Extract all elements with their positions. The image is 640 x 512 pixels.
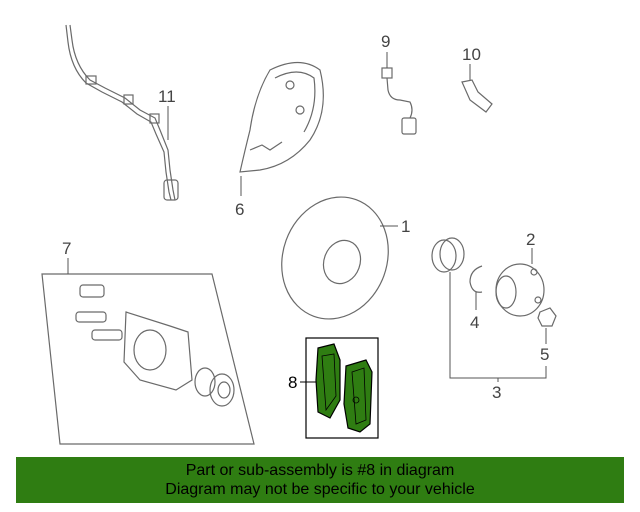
callout-1: 1 bbox=[401, 217, 410, 236]
callout-6: 6 bbox=[235, 200, 244, 219]
callout-2: 2 bbox=[526, 230, 535, 249]
brake-pads-highlight-box bbox=[305, 337, 379, 439]
banner-line-2: Diagram may not be specific to your vehi… bbox=[165, 481, 475, 498]
bearing bbox=[431, 237, 465, 273]
brake-pads[interactable] bbox=[315, 343, 373, 433]
callout-7: 7 bbox=[62, 239, 71, 258]
splash-shield bbox=[239, 61, 324, 173]
snap-ring bbox=[469, 265, 483, 293]
hose-bracket bbox=[461, 79, 493, 113]
banner-line-1: Part or sub-assembly is #8 in diagram bbox=[185, 462, 455, 479]
callout-11: 11 bbox=[158, 87, 176, 106]
callout-8: 8 bbox=[288, 373, 297, 392]
callout-10: 10 bbox=[462, 45, 481, 64]
parts-diagram: 11 6 9 10 1 bbox=[41, 24, 557, 445]
abs-sensor-wire bbox=[65, 24, 179, 201]
callout-4: 4 bbox=[470, 313, 479, 332]
info-banner: Part or sub-assembly is #8 in diagram Di… bbox=[16, 457, 624, 503]
callout-9: 9 bbox=[381, 32, 390, 51]
caliper-assembly bbox=[41, 273, 255, 445]
brake-hose bbox=[381, 67, 417, 135]
callout-3: 3 bbox=[492, 383, 501, 402]
brake-rotor bbox=[281, 196, 389, 320]
hub-nut bbox=[537, 307, 557, 327]
callout-5: 5 bbox=[540, 345, 549, 364]
wheel-hub bbox=[495, 263, 545, 317]
